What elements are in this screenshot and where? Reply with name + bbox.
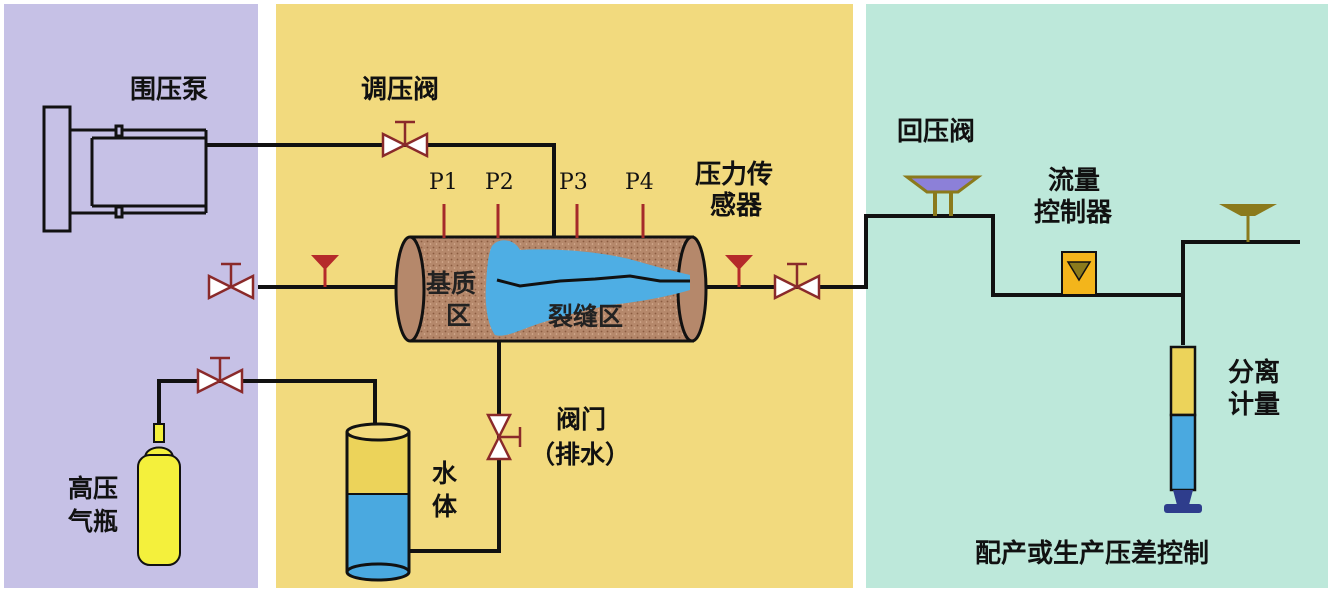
label-p2: P2: [485, 170, 514, 195]
label-p3: P3: [559, 170, 588, 195]
core-left-cap: [394, 235, 426, 343]
label-pressure-sensor-line1: 压力传: [695, 160, 773, 190]
valve-drain: [485, 413, 522, 461]
core-holder: [394, 235, 708, 343]
label-water-body-line1: 水: [432, 459, 458, 488]
label-pressure-sensor-line2: 感器: [710, 191, 763, 221]
label-matrix-zone-line2: 区: [446, 301, 471, 330]
outlet-pipe: [700, 214, 1183, 297]
label-p1: P1: [429, 170, 458, 195]
gas-pipe: [157, 379, 377, 432]
label-separator-line1: 分离: [1228, 357, 1280, 388]
gas-bottle-symbol: [137, 423, 181, 566]
fracture-water-region: [485, 240, 690, 336]
confining-pump: [42, 105, 208, 233]
pressure-taps: [442, 204, 645, 238]
label-back-pressure-valve: 回压阀: [897, 117, 975, 147]
label-production-control: 配产或生产压差控制: [975, 538, 1209, 569]
label-confining-pump: 围压泵: [130, 75, 208, 105]
pipes: [157, 143, 1300, 553]
label-gas-bottle-line1: 高压: [68, 474, 118, 503]
drain-pipe: [408, 340, 501, 553]
label-regulating-valve: 调压阀: [361, 75, 439, 105]
separator-meter: [1164, 345, 1202, 513]
water-body-cylinder: [345, 422, 411, 582]
pump-pipe: [206, 143, 556, 238]
label-water-body-line2: 体: [432, 492, 458, 521]
label-p4: P4: [625, 170, 654, 195]
flow-controller-symbol: [1061, 251, 1097, 296]
back-pressure-valve-symbol: [902, 175, 983, 216]
label-flow-controller-line2: 控制器: [1034, 198, 1113, 228]
separator-pipe: [1181, 240, 1300, 345]
valve-gas: [196, 356, 244, 395]
label-matrix-zone-line1: 基质: [426, 269, 476, 298]
label-separator-line2: 计量: [1228, 390, 1280, 420]
upper-right-gauge: [1219, 204, 1277, 242]
label-flow-controller-line1: 流量: [1048, 166, 1100, 196]
valve-inlet: [207, 262, 255, 301]
valve-regulating: [381, 120, 429, 159]
label-drain-valve-line1: 阀门: [556, 405, 606, 434]
label-drain-valve-line2: （排水）: [530, 440, 630, 469]
label-fracture-zone: 裂缝区: [548, 302, 623, 331]
fracture-line: [496, 274, 690, 288]
gauge-outlet: [725, 255, 753, 287]
label-gas-bottle-line2: 气瓶: [67, 507, 118, 536]
gauge-inlet: [311, 255, 339, 287]
valve-outlet: [773, 262, 821, 301]
